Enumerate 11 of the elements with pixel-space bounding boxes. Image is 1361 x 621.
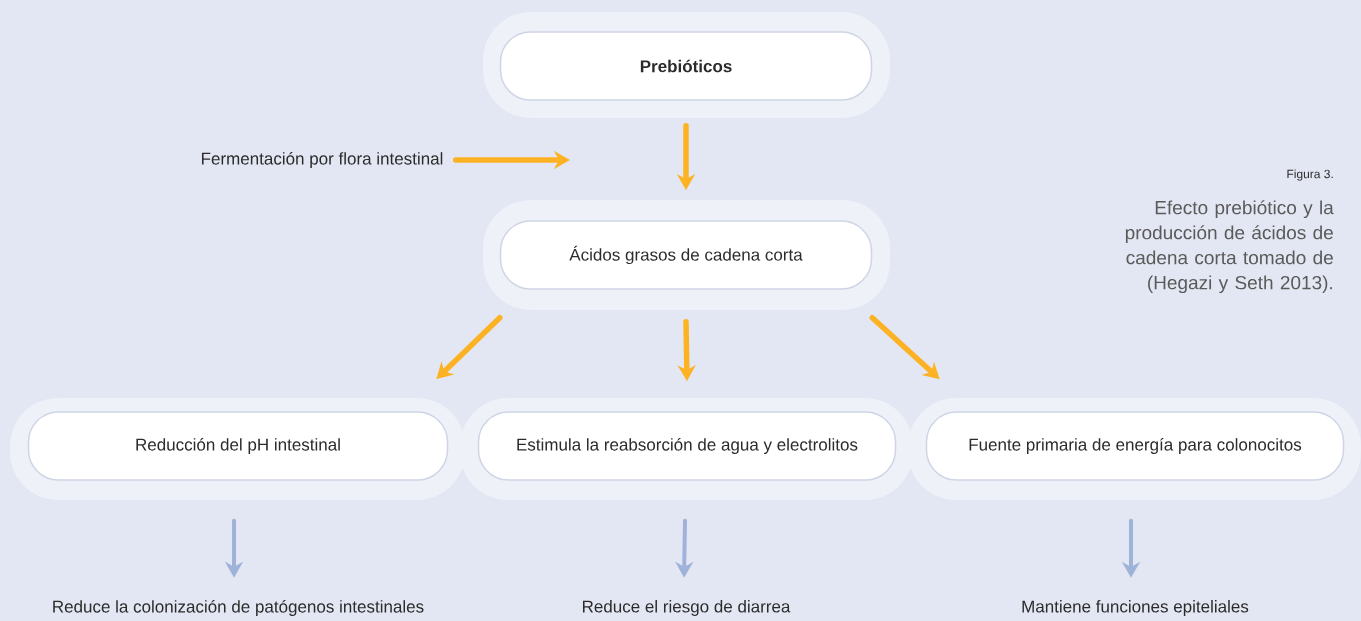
process-box: Prebióticos — [483, 12, 890, 118]
node-text: Reduce la colonización de patógenos intestinales — [53, 599, 424, 616]
process-box: Reducción del pH intestinal — [10, 398, 465, 500]
node-text: Fermentación por flora intestinal — [202, 151, 443, 168]
node-text: Reduce el riesgo de diarrea — [583, 600, 791, 616]
node-text: Mantiene funciones epiteliales — [1022, 600, 1249, 616]
process-box: Fuente primaria de energía para colonocitos — [908, 398, 1361, 500]
figure-number: Figura 3. — [1287, 169, 1333, 181]
caption: Efecto prebiótico y la producción de ácidos de cadena corta tomado de (Hegazi y Seth 2013). — [1125, 200, 1334, 294]
process-box: Estimula la reabsorción de agua y electrolitos — [460, 398, 913, 500]
process-box: Ácidos grasos de cadena corta — [483, 200, 890, 310]
